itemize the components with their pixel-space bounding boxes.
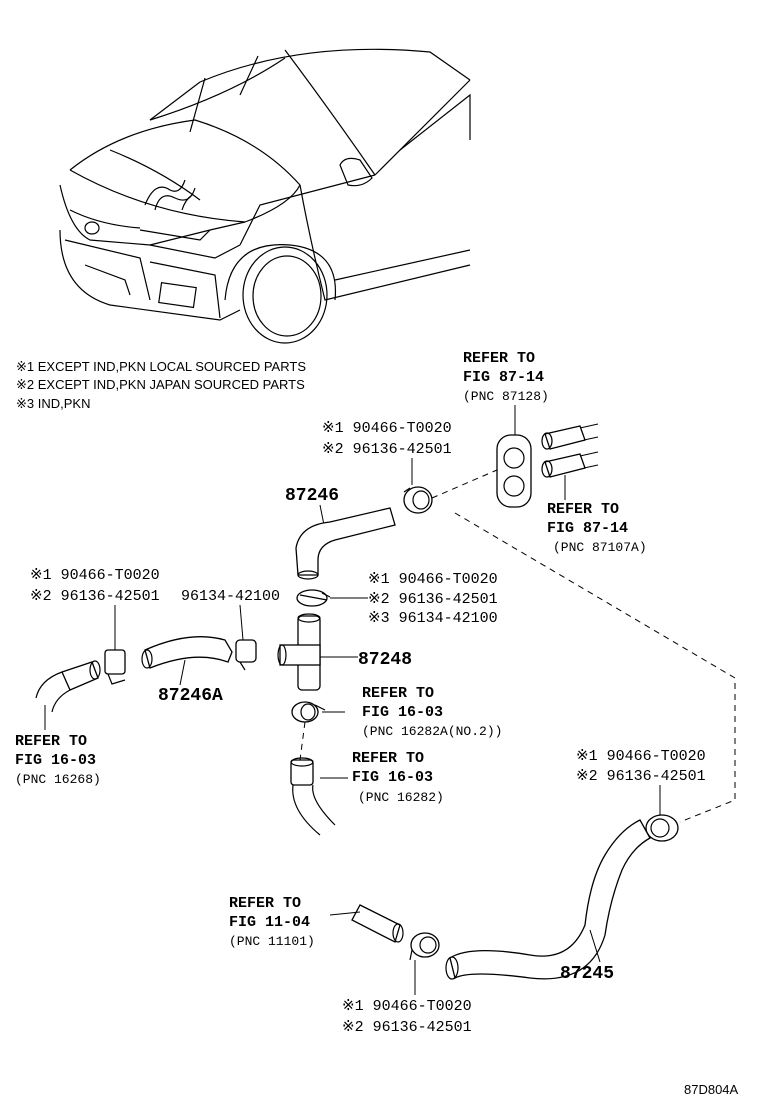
ref4-pnc: (PNC 16282) [358, 790, 444, 805]
hose-87246a [144, 636, 233, 669]
ref3-line2: FIG 16-03 [362, 704, 443, 721]
clamp-bottom [409, 932, 440, 961]
ref5-line2: FIG 16-03 [15, 752, 96, 769]
tee-87248 [277, 613, 321, 691]
clamp-right-label-1: ※1 90466-T0020 [576, 748, 706, 765]
clamp-lower-mid [291, 701, 326, 723]
ref2-pnc: (PNC 87107A) [553, 540, 647, 555]
ref4-line2: FIG 16-03 [352, 769, 433, 786]
clamp-top [403, 486, 433, 514]
pipe-lower-mid [290, 757, 336, 836]
clamp-mid-label-2: ※2 96136-42501 [368, 591, 498, 608]
hose-87246 [295, 507, 396, 576]
part-87246-label: 87246 [285, 486, 339, 506]
pipe-stubs [541, 423, 599, 500]
ref6-line1: REFER TO [229, 895, 301, 912]
ref4-line1: REFER TO [352, 750, 424, 767]
ref5-pnc: (PNC 16268) [15, 772, 101, 787]
ref2-line2: FIG 87-14 [547, 520, 628, 537]
clamp-mid-label-3: ※3 96134-42100 [368, 610, 498, 627]
clamp-left-label-2: ※2 96136-42501 [30, 588, 160, 605]
clamp-bottom-label-2: ※2 96136-42501 [342, 1019, 472, 1036]
clamp-mid [296, 589, 331, 607]
part-87245-label: 87245 [560, 964, 614, 984]
note-3: ※3 IND,PKN [16, 396, 90, 411]
clamp-left [104, 639, 257, 685]
ref2-line1: REFER TO [547, 501, 619, 518]
ref6-pnc: (PNC 11101) [229, 934, 315, 949]
clamp-left-extra-label: 96134-42100 [181, 588, 280, 605]
clamp-right-label-2: ※2 96136-42501 [576, 768, 706, 785]
car-illustration [59, 48, 471, 344]
pipe-left [35, 660, 101, 713]
clamp-mid-label-1: ※1 90466-T0020 [368, 571, 498, 588]
part-87246a-label: 87246A [158, 686, 223, 706]
clamp-right [645, 814, 679, 842]
note-1: ※1 EXCEPT IND,PKN LOCAL SOURCED PARTS [16, 359, 306, 374]
clamp-top-label-1: ※1 90466-T0020 [322, 420, 452, 437]
clamp-left-label-1: ※1 90466-T0020 [30, 567, 160, 584]
ref3-line1: REFER TO [362, 685, 434, 702]
ref6-line2: FIG 11-04 [229, 914, 310, 931]
ref5-line1: REFER TO [15, 733, 87, 750]
ref3-pnc: (PNC 16282A(NO.2)) [362, 724, 502, 739]
ref1-line2: FIG 87-14 [463, 369, 544, 386]
clamp-bottom-label-1: ※1 90466-T0020 [342, 998, 472, 1015]
ref1-pnc: (PNC 87128) [463, 389, 549, 404]
hose-87245 [449, 819, 651, 980]
figure-code: 87D804A [684, 1082, 739, 1097]
part-87248-label: 87248 [358, 650, 412, 670]
clamp-top-label-2: ※2 96136-42501 [322, 441, 452, 458]
ref1-line1: REFER TO [463, 350, 535, 367]
note-2: ※2 EXCEPT IND,PKN JAPAN SOURCED PARTS [16, 377, 305, 392]
pipe-bottom [329, 904, 404, 943]
grommet-part [496, 434, 532, 508]
